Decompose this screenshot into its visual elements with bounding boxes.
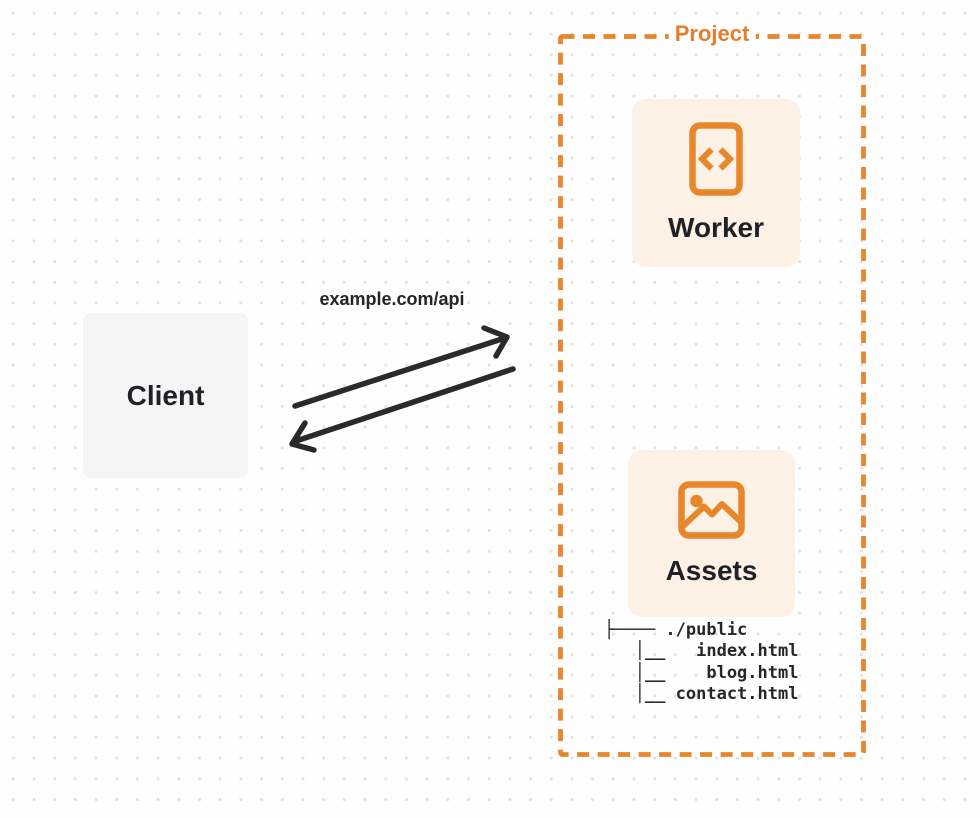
- client-node: Client: [83, 313, 248, 478]
- image-icon: [678, 480, 745, 539]
- client-label: Client: [126, 379, 205, 411]
- worker-node: Worker: [632, 99, 800, 267]
- assets-node: Assets: [628, 450, 795, 617]
- code-file-icon: [689, 122, 743, 196]
- request-arrow: [292, 325, 510, 409]
- assets-file-tree: ├──── ./public │__ index.html │__ blog.h…: [604, 620, 798, 705]
- response-arrow: [289, 366, 516, 453]
- tree-line-contact: │__ contact.html: [604, 683, 799, 704]
- worker-label: Worker: [668, 212, 764, 243]
- tree-line-index: │__ index.html: [604, 641, 799, 662]
- assets-label: Assets: [665, 554, 758, 586]
- project-group-label: Project: [668, 21, 756, 47]
- request-url-label: example.com/api: [319, 289, 465, 309]
- tree-line-blog: │__ blog.html: [604, 662, 799, 683]
- tree-line-public: ├──── ./public: [604, 620, 748, 640]
